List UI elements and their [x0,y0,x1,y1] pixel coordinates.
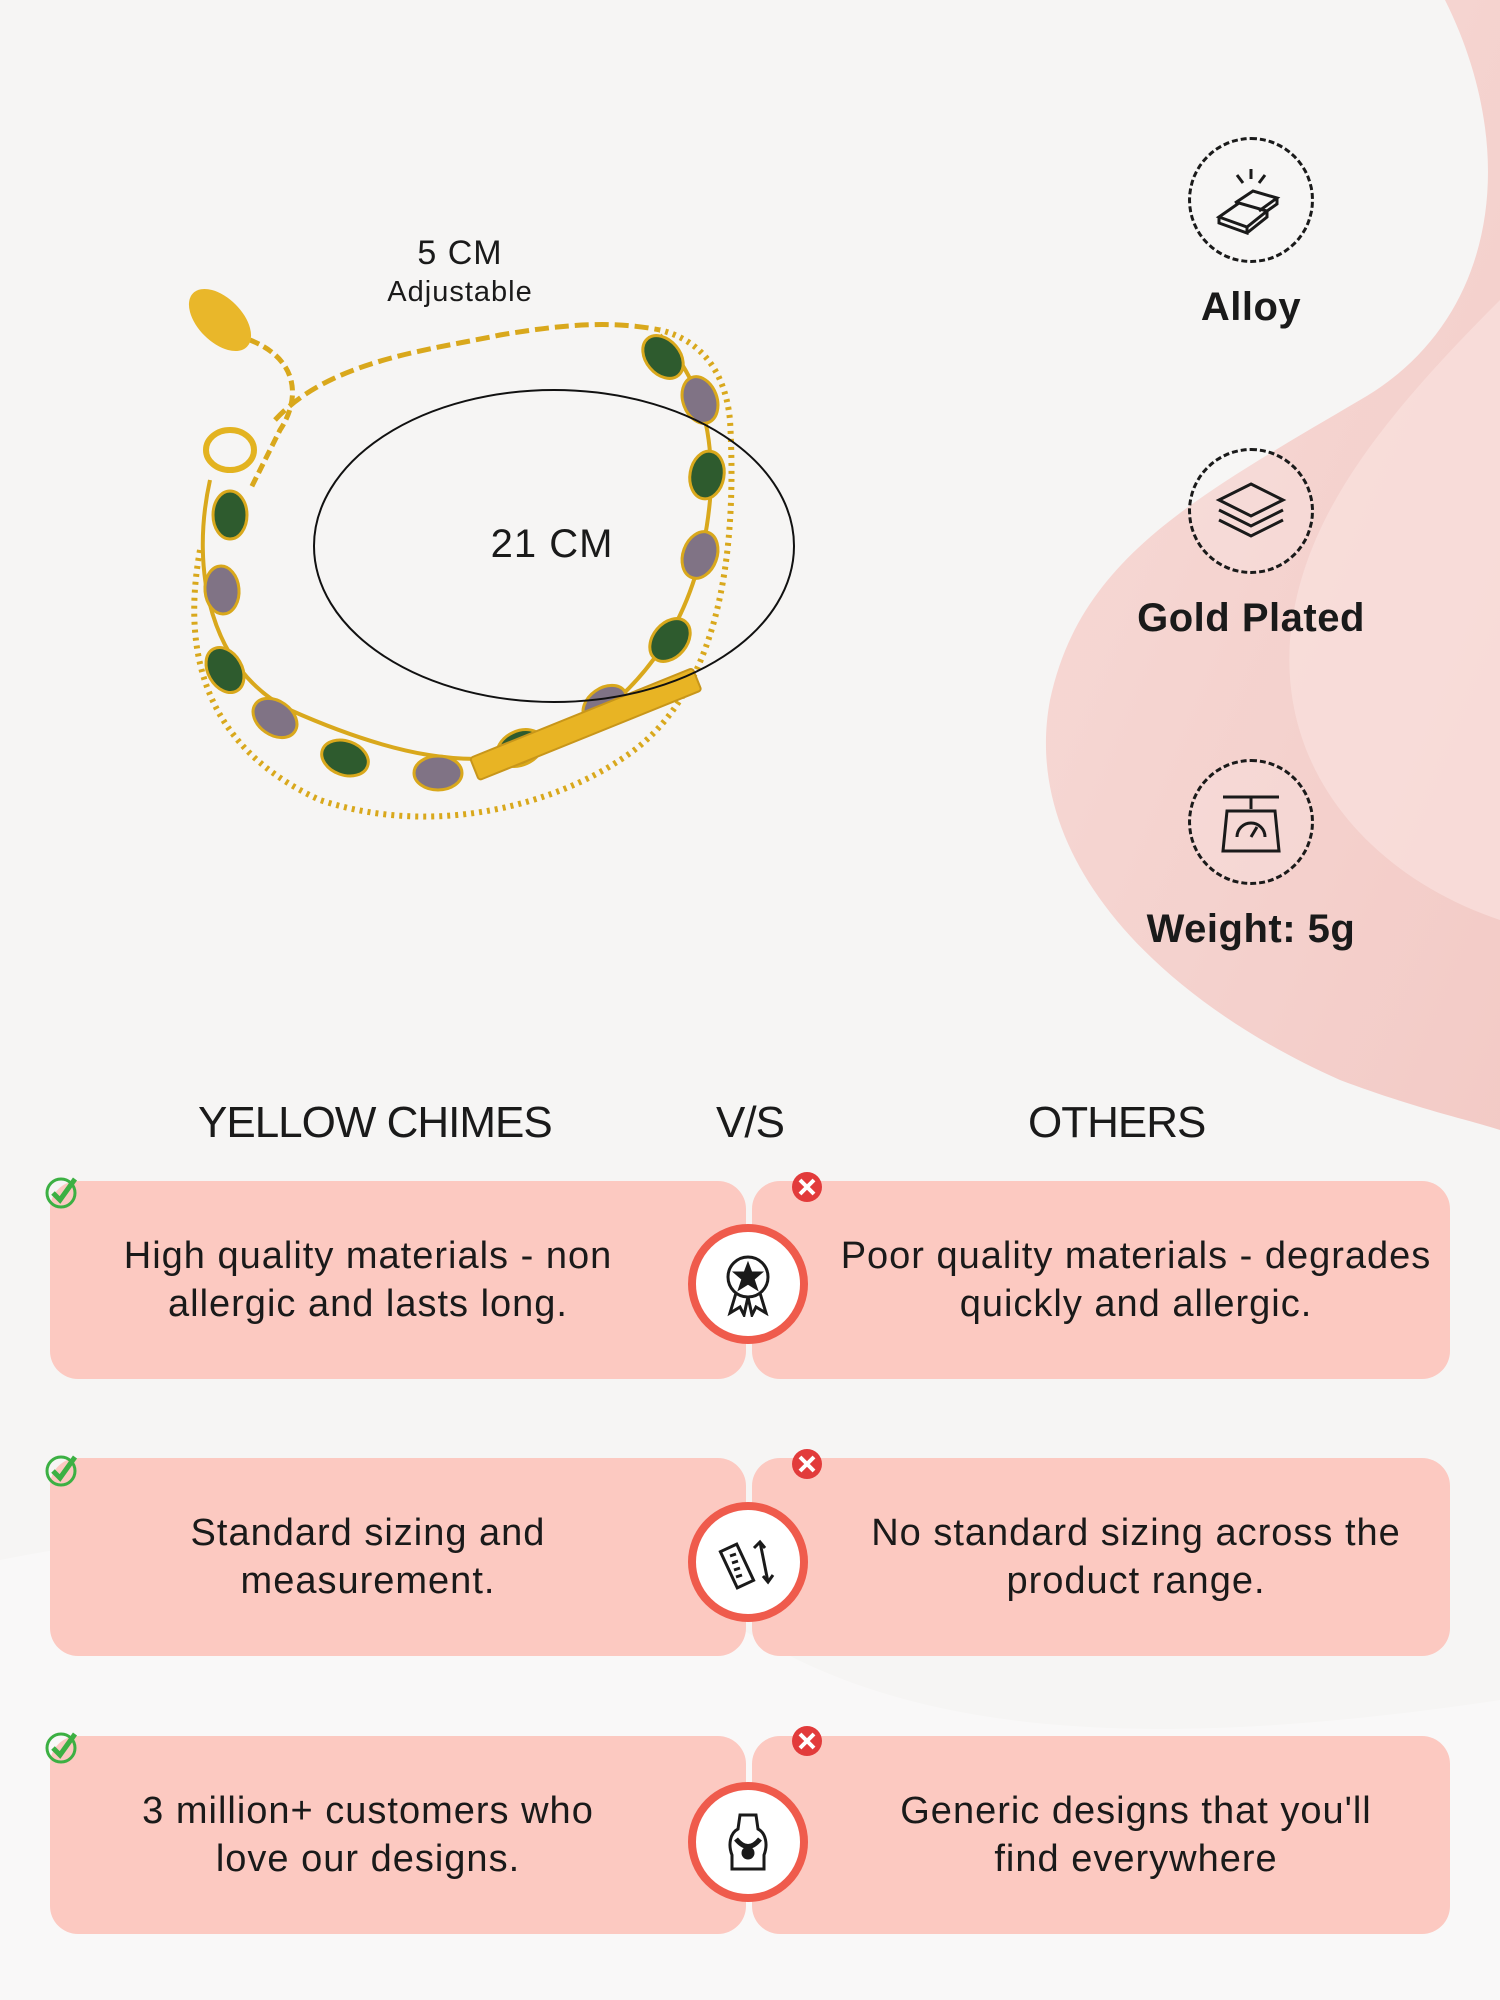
theirs-text-2: No standard sizing across the product ra… [871,1512,1401,1602]
theirs-card-3: Generic designs that you'll find everywh… [752,1736,1450,1934]
check-icon [45,1732,78,1764]
gold-bars-icon [1188,137,1314,263]
bracelet-image [188,288,795,820]
theirs-text-1: Poor quality materials - degrades quickl… [840,1235,1432,1325]
scale-icon [1188,759,1314,885]
cross-icon [792,1172,822,1202]
theirs-card-2: No standard sizing across the product ra… [752,1458,1450,1656]
feature-weight-label: Weight: 5g [1146,907,1356,951]
ours-card-2: Standard sizing and measurement. [50,1458,746,1656]
bracelet-length: 21 CM [490,522,614,566]
vs-header: V/S [716,1098,785,1147]
cross-icon [792,1726,822,1756]
jewelry-bust-icon [688,1782,808,1902]
feature-gold-plated: Gold Plated [1121,448,1381,641]
ruler-icon [688,1502,808,1622]
ours-text-3: 3 million+ customers who love our design… [142,1790,594,1880]
feature-alloy-label: Alloy [1200,285,1302,329]
ours-card-1: High quality materials - non allergic an… [50,1181,746,1379]
extension-note: Adjustable [387,276,533,308]
gold-bar [469,667,702,781]
others-header: OTHERS [1028,1098,1206,1147]
theirs-text-3: Generic designs that you'll find everywh… [900,1790,1372,1880]
feature-gold-plated-label: Gold Plated [1137,596,1365,640]
length-measure-ring [313,389,795,703]
quality-badge-icon [688,1224,808,1344]
check-icon [45,1455,78,1487]
check-icon [45,1177,78,1209]
ours-text-1: High quality materials - non allergic an… [123,1235,613,1325]
layers-icon [1188,448,1314,574]
ours-card-3: 3 million+ customers who love our design… [50,1736,746,1934]
feature-weight: Weight: 5g [1121,759,1381,952]
ours-text-2: Standard sizing and measurement. [190,1512,546,1602]
brand-header: YELLOW CHIMES [198,1098,553,1147]
charm-tag [188,288,252,352]
theirs-card-1: Poor quality materials - degrades quickl… [752,1181,1450,1379]
feature-alloy: Alloy [1121,137,1381,330]
extension-length: 5 CM [417,234,503,272]
cross-icon [792,1449,822,1479]
